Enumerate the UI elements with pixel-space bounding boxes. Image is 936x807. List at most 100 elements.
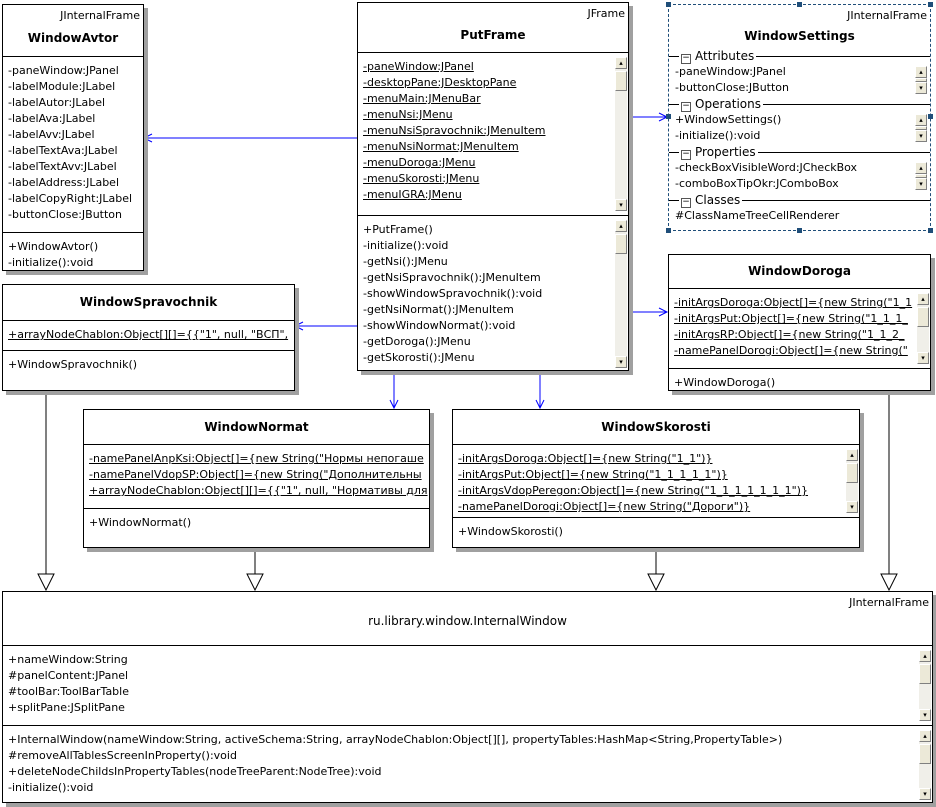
scroll-thumb[interactable] [919,744,931,764]
operation-row[interactable]: -getSkorosti():JMenu [358,350,628,366]
collapse-icon[interactable]: − [681,149,691,160]
attribute-row[interactable]: -menuSkorosti:JMenu [358,171,628,187]
section-properties[interactable]: −Properties [669,144,930,160]
collapse-icon[interactable]: − [681,197,691,208]
operation-row[interactable]: -showWindowSpravochnik():void [358,286,628,302]
member-row[interactable]: -paneWindow:JPanel [669,64,930,80]
attribute-row[interactable]: -desktopPane:JDesktopPane [358,75,628,91]
selection-handle[interactable] [928,2,933,7]
attribute-row[interactable]: -namePanelAnpKsi:Object[]={new String("Н… [84,451,429,467]
scroll-thumb[interactable] [915,78,927,82]
association-putframe-windowspravochnik[interactable] [293,321,357,331]
generalization-arrow-windownormat[interactable] [246,573,264,592]
scroll-down-button[interactable]: ▾ [915,82,927,94]
operation-row[interactable]: -showWindowNormat():void [358,318,628,334]
attribute-row[interactable]: +arrayNodeChablon:Object[][]={{"1", null… [84,483,429,499]
scroll-up-button[interactable]: ▴ [915,114,927,126]
operation-row[interactable]: +WindowAvtor() [3,239,143,255]
scroll-down-button[interactable]: ▾ [846,501,858,513]
operation-row[interactable]: -initialize():void [358,238,628,254]
scroll-down-button[interactable]: ▾ [915,130,927,142]
class-sprav[interactable]: WindowSpravochnik+arrayNodeChablon:Objec… [2,284,295,391]
scroll-down-button[interactable]: ▾ [615,356,627,368]
member-row[interactable]: +WindowSettings() [669,112,930,128]
attribute-row[interactable]: +arrayNodeChablon:Object[][]={{"1", null… [3,327,294,343]
attribute-row[interactable]: -labelTextAva:JLabel [3,143,143,159]
scrollbar[interactable]: ▴▾ [919,650,931,721]
attribute-row[interactable]: -buttonClose:JButton [3,207,143,223]
operation-row[interactable]: -initialize():void [3,255,143,270]
operation-row[interactable]: -initialize():void [3,780,932,796]
attribute-row[interactable]: -labelCopyRight:JLabel [3,191,143,207]
section-attributes[interactable]: −Attributes [669,48,930,64]
scroll-up-button[interactable]: ▴ [919,650,931,662]
attribute-row[interactable]: -namePanelDorogi:Object[]={new String(" [669,343,930,359]
scrollbar[interactable]: ▴▾ [915,66,927,94]
member-row[interactable]: #ClassNameTreeCellRenderer [669,208,930,224]
attribute-row[interactable]: -initArgsDoroga:Object[]={new String("1_… [669,295,930,311]
operation-row[interactable]: +WindowSkorosti() [453,524,859,540]
operation-row[interactable]: +WindowNormat() [84,515,429,531]
class-normat[interactable]: WindowNormat-namePanelAnpKsi:Object[]={n… [83,409,430,548]
member-row[interactable]: -comboBoxTipOkr:JComboBox [669,176,930,192]
member-row[interactable]: -buttonClose:JButton [669,80,930,96]
scrollbar[interactable]: ▴▾ [615,57,627,211]
generalization-arrow-windowdoroga[interactable] [880,573,898,592]
scrollbar[interactable]: ▴▾ [915,162,927,190]
operation-row[interactable]: #removeAllTablesScreenInProperty():void [3,748,932,764]
attribute-row[interactable]: -menuIGRA:JMenu [358,187,628,203]
selection-handle[interactable] [797,228,802,233]
generalization-arrow-windowskorosti[interactable] [647,573,665,592]
scroll-up-button[interactable]: ▴ [846,449,858,461]
attribute-row[interactable]: -initArgsPut:Object[]={new String("1_1_1… [669,311,930,327]
attribute-row[interactable]: #toolBar:ToolBarTable [3,684,932,700]
scroll-thumb[interactable] [915,174,927,178]
scroll-up-button[interactable]: ▴ [615,220,627,232]
scroll-thumb[interactable] [846,463,858,483]
attribute-row[interactable]: -initArgsDoroga:Object[]={new String("1_… [453,451,859,467]
attribute-row[interactable]: -labelAva:JLabel [3,111,143,127]
association-putframe-windowskorosti[interactable] [535,371,545,410]
scrollbar[interactable]: ▴▾ [919,730,931,800]
attribute-row[interactable]: -initArgsRP:Object[]={new String("1_1_2_ [669,327,930,343]
selection-handle[interactable] [666,2,671,7]
scroll-thumb[interactable] [615,71,627,91]
scroll-thumb[interactable] [917,307,929,327]
selection-handle[interactable] [797,2,802,7]
attribute-row[interactable]: -labelModule:JLabel [3,79,143,95]
generalization-arrow-windowspravochnik[interactable] [37,573,55,592]
attribute-row[interactable]: -namePanelVdopSP:Object[]={new String("Д… [84,467,429,483]
attribute-row[interactable]: -labelAutor:JLabel [3,95,143,111]
scroll-thumb[interactable] [919,664,931,684]
operation-row[interactable]: +WindowDoroga() [669,375,930,390]
scroll-thumb[interactable] [615,234,627,254]
scrollbar[interactable]: ▴▾ [615,220,627,368]
attribute-row[interactable]: -menuNsi:JMenu [358,107,628,123]
scroll-down-button[interactable]: ▾ [615,199,627,211]
scroll-down-button[interactable]: ▾ [917,352,929,364]
attribute-row[interactable]: -labelTextAvv:JLabel [3,159,143,175]
scroll-down-button[interactable]: ▾ [919,709,931,721]
operation-row[interactable]: -getNsiSpravochnik():JMenuItem [358,270,628,286]
scroll-down-button[interactable]: ▾ [919,788,931,800]
association-putframe-windownormat[interactable] [389,371,399,410]
operation-row[interactable]: +InternalWindow(nameWindow:String, activ… [3,732,932,748]
attribute-row[interactable]: -menuMain:JMenuBar [358,91,628,107]
scrollbar[interactable]: ▴▾ [917,293,929,364]
member-row[interactable]: -initialize():void [669,128,930,144]
association-putframe-windowsettings[interactable] [629,112,669,122]
scrollbar[interactable]: ▴▾ [915,114,927,142]
selection-handle[interactable] [666,114,671,119]
class-skor[interactable]: WindowSkorosti-initArgsDoroga:Object[]={… [452,409,860,548]
collapse-icon[interactable]: − [681,53,691,64]
association-putframe-windowavtor[interactable] [142,133,357,143]
class-doroga[interactable]: WindowDoroga-initArgsDoroga:Object[]={ne… [668,254,931,391]
operation-row[interactable]: +WindowSpravochnik() [3,357,294,373]
attribute-row[interactable]: +nameWindow:String [3,652,932,668]
attribute-row[interactable]: -paneWindow:JPanel [3,63,143,79]
scroll-down-button[interactable]: ▾ [915,178,927,190]
scroll-up-button[interactable]: ▴ [919,730,931,742]
